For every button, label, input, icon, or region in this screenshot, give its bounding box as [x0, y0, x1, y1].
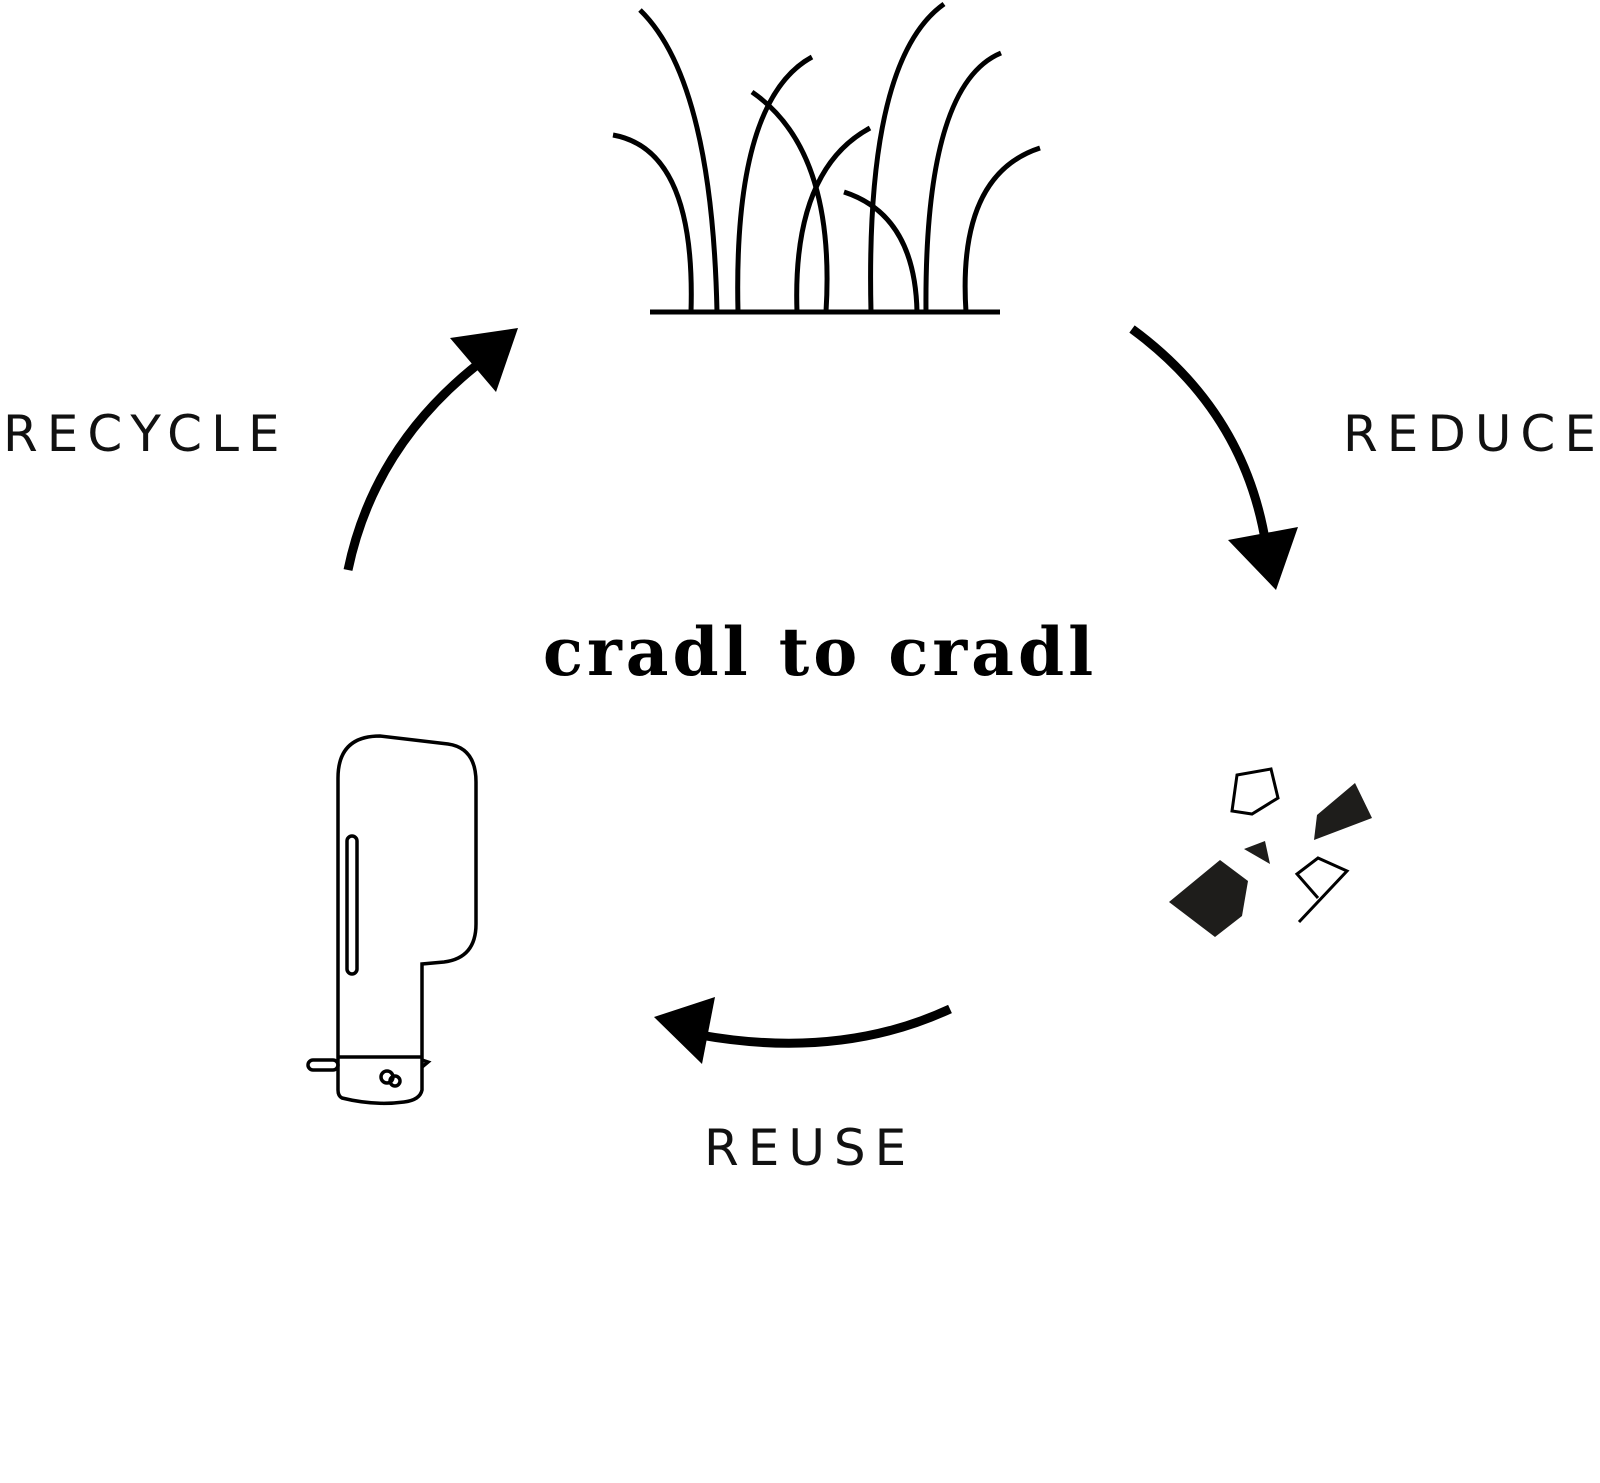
reduce-label: REDUCE: [1343, 405, 1600, 463]
grass-icon: [612, 1, 1041, 315]
recycle-arrow: [343, 328, 518, 571]
recycle-label: RECYCLE: [3, 405, 289, 463]
diagram-title: cradl to cradl: [543, 613, 1097, 691]
reduce-arrow: [1129, 325, 1298, 590]
reuse-arrow: [654, 997, 952, 1064]
reuse-label: REUSE: [704, 1119, 915, 1177]
fragments-icon: [1169, 767, 1372, 937]
device-icon: [306, 734, 478, 1106]
